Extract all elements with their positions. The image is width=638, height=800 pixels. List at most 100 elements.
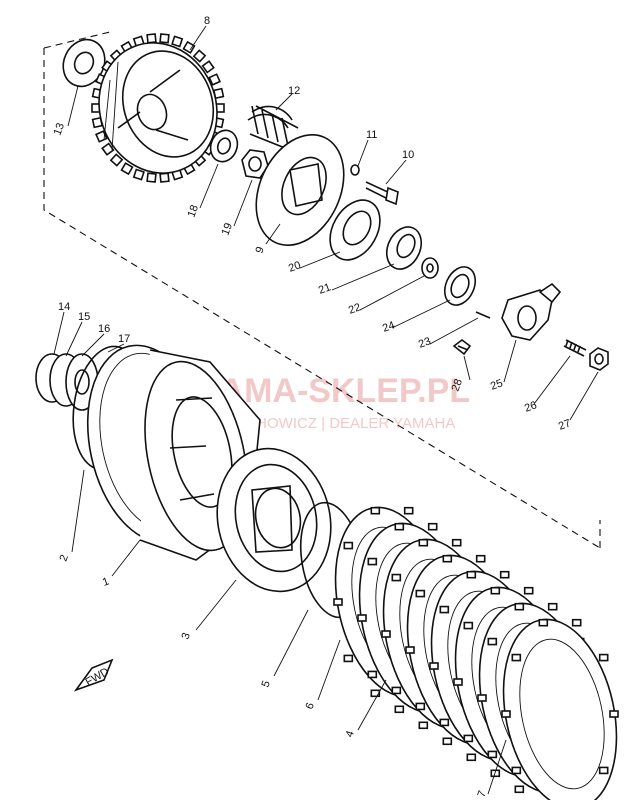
gear-tooth xyxy=(101,142,115,156)
plate-tab xyxy=(463,621,474,630)
part-22-collar xyxy=(421,257,439,279)
plate-tab xyxy=(538,618,549,627)
callout-25: 25 xyxy=(489,377,505,392)
part-28-screw xyxy=(452,339,472,356)
plate-tab xyxy=(357,614,367,622)
plate-tab xyxy=(511,653,522,662)
gear-tooth xyxy=(192,49,207,63)
watermark-subtitle: W. BOCHOWICZ | DEALER YAMAHA xyxy=(202,415,455,432)
plate-tab xyxy=(442,737,453,746)
plate-tab xyxy=(394,522,405,531)
callout-13: 13 xyxy=(52,121,67,137)
callout-1: 1 xyxy=(101,575,111,588)
part-26-adjust-bolt xyxy=(563,339,587,357)
callout-3: 3 xyxy=(180,631,193,641)
plate-tab xyxy=(391,573,402,582)
callout-12: 12 xyxy=(288,85,300,97)
fwd-arrow: FWD xyxy=(73,658,114,692)
part-11-washer xyxy=(350,164,360,176)
plate-tab xyxy=(415,589,426,598)
part-6-4-7-plate-stack xyxy=(333,506,619,800)
callout-22: 22 xyxy=(347,301,363,316)
plate-tab xyxy=(381,630,391,638)
part-3-clutch-hub xyxy=(216,447,332,593)
gear-tooth xyxy=(120,162,134,176)
plate-tab xyxy=(418,538,429,547)
plate-tab xyxy=(463,734,474,743)
callout-2: 2 xyxy=(58,553,71,563)
callout-27: 27 xyxy=(557,417,573,432)
callout-16: 16 xyxy=(98,323,110,335)
callout-26: 26 xyxy=(523,399,539,414)
plate-tab xyxy=(442,554,453,563)
part-9-pressure-plate xyxy=(255,133,345,247)
part-21-bearing xyxy=(385,226,423,270)
callout-17: 17 xyxy=(118,333,130,345)
gear-tooth xyxy=(146,33,157,44)
plate-tab xyxy=(367,670,378,679)
plate-tab xyxy=(439,605,450,614)
gear-tooth xyxy=(182,40,196,54)
gear-tooth xyxy=(109,153,124,167)
plate-tab xyxy=(499,570,510,579)
part-8-clutch-boss-gear xyxy=(91,33,225,183)
plate-tab xyxy=(490,586,501,595)
part-10-bolt xyxy=(365,181,399,206)
plate-tab xyxy=(403,506,414,515)
plate-tab xyxy=(487,637,498,646)
callout-20: 20 xyxy=(287,259,303,274)
callout-14: 14 xyxy=(58,301,70,313)
part-23-pin xyxy=(475,311,491,319)
plate-tab xyxy=(451,538,462,547)
plate-tab xyxy=(475,554,486,563)
plate-tab xyxy=(598,766,609,775)
plate-tab xyxy=(466,570,477,579)
callout-9: 9 xyxy=(254,245,267,255)
plate-tab xyxy=(477,694,487,702)
callout-11: 11 xyxy=(366,129,377,141)
part-13-thrust-washer xyxy=(62,38,106,88)
plate-tab xyxy=(333,598,343,606)
part-24-washer xyxy=(443,266,477,306)
callout-7: 7 xyxy=(476,789,489,799)
plate-tab xyxy=(370,506,381,515)
plate-tab xyxy=(415,702,426,711)
plate-tab xyxy=(429,662,439,670)
callout-19: 19 xyxy=(220,221,235,237)
callout-28: 28 xyxy=(450,377,465,393)
plate-tab xyxy=(405,646,415,654)
plate-tab xyxy=(547,602,558,611)
part-18-washer xyxy=(209,129,239,163)
callout-18: 18 xyxy=(186,203,201,219)
gear-tooth xyxy=(159,172,170,183)
plate-tab xyxy=(501,710,511,718)
fwd-arrow-label: FWD xyxy=(84,666,112,689)
assembly-dash-frame xyxy=(43,31,601,549)
plate-tab xyxy=(453,678,463,686)
callout-6: 6 xyxy=(304,701,317,711)
callout-23: 23 xyxy=(417,335,433,350)
callout-15: 15 xyxy=(78,311,90,323)
plate-tab xyxy=(343,654,354,663)
plate-tab xyxy=(418,721,429,730)
plate-inner-ring xyxy=(519,638,605,790)
callout-8: 8 xyxy=(204,15,210,27)
callout-21: 21 xyxy=(317,281,333,296)
plate-tab xyxy=(439,718,450,727)
plate-tab xyxy=(343,541,354,550)
plate-tab xyxy=(511,766,522,775)
plate-tab xyxy=(523,586,534,595)
part-27-locknut xyxy=(589,347,609,371)
callout-24: 24 xyxy=(381,319,397,334)
plate-tab xyxy=(571,618,582,627)
plate-tab xyxy=(487,750,498,759)
plate-tab xyxy=(466,753,477,762)
gear-tooth xyxy=(146,172,157,183)
gear-tooth xyxy=(171,35,184,48)
plate-tab xyxy=(370,689,381,698)
gear-tooth xyxy=(201,60,215,74)
callout-leaders xyxy=(53,25,599,795)
callout-10: 10 xyxy=(402,149,414,161)
